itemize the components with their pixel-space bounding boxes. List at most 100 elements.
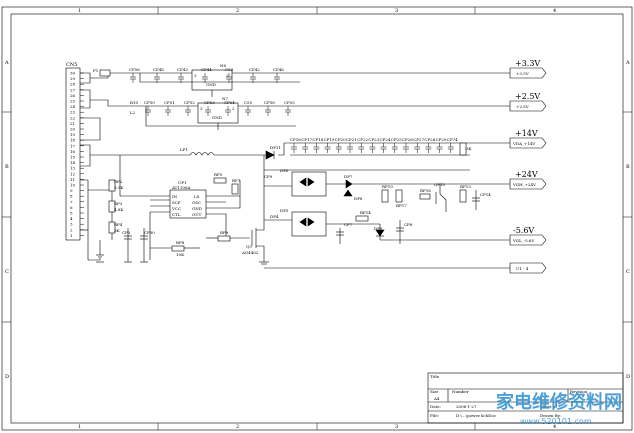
capacitor-cp58: CP58 — [264, 100, 275, 116]
capacitor-label: CP74 — [447, 137, 458, 142]
capacitor-cp16: CP16 — [290, 137, 301, 153]
ic-up1-ref: UP1 — [178, 180, 187, 185]
file-label: File: — [430, 413, 439, 418]
ic-up1-pin-out: OUT — [192, 212, 202, 217]
rail-tag-33: +3.3V — [516, 71, 529, 76]
label-rp18: RP18 — [420, 188, 431, 193]
regulator-n7-pin3: 3 — [200, 106, 203, 111]
regulator-n8-pin3: 3 — [194, 73, 197, 78]
capacitor-cp52: CP52 — [184, 100, 195, 116]
capacitor-c55: C55 — [244, 100, 253, 116]
label-dp6: DP6 — [280, 168, 289, 173]
label-rp19: RP19 — [382, 184, 393, 189]
sheet-label: Sheet of — [540, 404, 557, 409]
col-label-2: 2 — [236, 8, 239, 14]
capacitor-cp42: CP42 — [249, 67, 260, 83]
capacitor-label: CP29 — [436, 137, 447, 142]
label-q3-name: AO4402 — [241, 250, 259, 255]
regulator-n8-pin2: 2 — [226, 73, 229, 78]
capacitor-label: CP42 — [249, 67, 260, 72]
connector-pin-17: 17 — [70, 143, 76, 148]
ic-up1-pin-lx: LX — [194, 194, 200, 199]
label-rp2: RP2 — [114, 179, 123, 184]
capacitor-cp54: CP54 — [224, 100, 235, 116]
capacitor-label: CP52 — [184, 100, 195, 105]
capacitor-cp23: CP23 — [368, 137, 380, 153]
title-label: Title — [430, 374, 440, 379]
resistor-rp5 — [213, 177, 227, 184]
connector-pin-3: 3 — [70, 222, 73, 227]
connector-pin-23: 23 — [70, 110, 76, 115]
connector-pin-6: 6 — [70, 205, 73, 210]
label-r10: R10 — [130, 100, 139, 105]
capacitor-cp51: CP51 — [164, 100, 175, 116]
capacitor-label: CP16 — [290, 137, 301, 142]
connector-pin-1: 1 — [70, 233, 73, 238]
label-cp9: DP4 — [270, 214, 279, 219]
label-rp2-val: 3.9K — [114, 185, 124, 190]
capacitor-c53: C53 — [225, 67, 234, 83]
connector-pin-15: 15 — [70, 155, 76, 160]
col-label-3: 3 — [395, 8, 398, 14]
connector-pin-19: 19 — [70, 132, 76, 137]
label-cp8: CP9 — [264, 174, 273, 179]
capacitor-label: CP55 — [284, 100, 295, 105]
connector-pin-12: 12 — [70, 171, 76, 176]
capacitor-cp43: CP43 — [177, 67, 188, 83]
size-value: A4 — [433, 396, 440, 401]
capacitor-cp26: CP26 — [402, 137, 413, 153]
capacitor-cp48: CP48 — [153, 67, 164, 83]
capacitor-cp53: CP53 — [204, 100, 215, 116]
capacitor-label: CP53 — [204, 100, 215, 105]
connector-pin-11: 11 — [70, 177, 75, 182]
ic-up1-name: AT1106A — [171, 185, 191, 190]
capacitor-cp22: CP22 — [357, 137, 368, 153]
connector-pin-24: 24 — [70, 104, 76, 109]
capacitor-label: CP54 — [224, 100, 235, 105]
ic-up1-pin-ctl: CTL — [172, 212, 181, 217]
row-label-a: A — [4, 60, 9, 66]
connector-pin-28: 28 — [70, 82, 76, 87]
label-dp9: DP9 — [374, 226, 383, 231]
capacitor-label: CP43 — [177, 67, 188, 72]
capacitor-cp55: CP55 — [284, 100, 295, 116]
ic-up1 — [169, 189, 207, 219]
connector-pin-14: 14 — [70, 160, 76, 165]
label-q3: Q3 — [246, 244, 252, 249]
resistor-rp16 — [459, 142, 467, 156]
capacitor-label: CP27 — [413, 137, 424, 142]
label-rp4: RP4 — [114, 222, 123, 227]
label-dp5: DP5 — [280, 208, 289, 213]
resistor-rp7 — [231, 183, 239, 195]
capacitor-label: CP22 — [357, 137, 368, 142]
title-block — [427, 372, 624, 424]
row-label-d-r: D — [626, 374, 630, 380]
label-rp9: RP9 — [220, 230, 229, 235]
label-rp14: RP14 — [360, 210, 371, 215]
capacitor-label: CP28 — [424, 137, 435, 142]
connector-pin-30: 30 — [70, 71, 76, 76]
label-cp3: CP3 — [122, 230, 131, 235]
connector-pin-7: 7 — [70, 199, 73, 204]
capacitor-cp28: CP28 — [424, 137, 436, 153]
row-label-b-r: B — [626, 164, 630, 170]
size-label: Size — [430, 389, 439, 394]
capacitor-label: CP20 — [335, 137, 346, 142]
capacitor-cp18: CP18 — [312, 137, 324, 153]
connector-ref: CN5 — [66, 62, 77, 68]
fuse-f1 — [99, 69, 111, 77]
connector-pin-27: 27 — [70, 87, 76, 92]
capacitor-cp27: CP27 — [413, 137, 424, 153]
connector-pin-8: 8 — [70, 194, 73, 199]
connector-pin-22: 22 — [70, 115, 76, 120]
ic-up1-pin-gnd: GND — [192, 206, 202, 211]
ic-up1-pin-in: IN — [172, 194, 178, 199]
label-cp6: CP7 — [344, 222, 353, 227]
capacitor-cp50: CP50 — [144, 100, 155, 116]
resistor-rp3 — [108, 200, 116, 213]
capacitor-label: CP56 — [129, 67, 140, 72]
connector-pin-20: 20 — [70, 127, 76, 132]
rail-label-24: +24V — [515, 170, 538, 179]
capacitor-cp21: CP21 — [346, 137, 357, 153]
capacitor-label: CP24 — [380, 137, 391, 142]
